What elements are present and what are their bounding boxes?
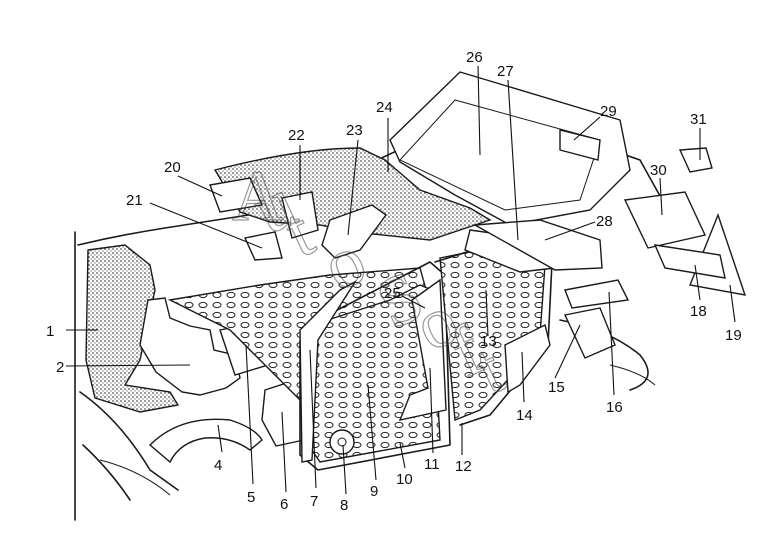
callout-9: 9 [370,483,378,500]
callout-30: 30 [650,162,667,179]
part-15-box [563,307,616,359]
part-26-lid-inner [399,99,601,211]
callout-23: 23 [346,122,363,139]
callout-7: 7 [310,493,318,510]
part-16-cover [564,279,630,309]
callout-10: 10 [396,471,413,488]
callout-8: 8 [340,497,348,514]
callout-21: 21 [126,192,143,209]
part-28-panel [472,219,603,271]
callout-13: 13 [480,333,497,350]
callout-2: 2 [56,359,64,376]
part-11-pillar-trim [398,278,447,421]
callout-28: 28 [596,213,613,230]
part-31-clip [678,147,713,173]
part-8-bracket-hole [337,437,347,447]
part-26-trunk-lid-lining [389,71,631,226]
callout-15: 15 [548,379,565,396]
part-21-clip [243,231,283,261]
watermark-letter: A [232,156,284,236]
callout-24: 24 [376,99,393,116]
callout-31: 31 [690,111,707,128]
part-18-triangle-holder [653,244,726,279]
callout-18: 18 [690,303,707,320]
callout-25: 25 [384,285,401,302]
part-23-seal [321,204,387,259]
callout-27: 27 [497,63,514,80]
part-1-insulation-pad [85,244,180,413]
callout-1: 1 [46,323,54,340]
callout-12: 12 [455,458,472,475]
callout-20: 20 [164,159,181,176]
callout-14: 14 [516,407,533,424]
callout-6: 6 [280,496,288,513]
callout-11: 11 [424,456,440,473]
leader-lines [65,65,736,495]
part-14-seal [504,323,551,394]
part-4-wheel-arch-liner [148,418,263,464]
callout-4: 4 [214,457,222,474]
callout-16: 16 [606,399,623,416]
callout-29: 29 [600,103,617,120]
callouts: 1 2 4 5 6 7 8 9 10 11 12 13 14 15 16 18 … [46,49,742,514]
callout-22: 22 [288,127,305,144]
part-8-bracket [329,429,355,455]
callout-5: 5 [247,489,255,506]
part-20-clip [209,177,264,213]
part-22-clip [281,191,319,239]
callout-19: 19 [725,327,742,344]
part-30-box [623,191,706,249]
part-7-trim-strip [299,280,358,463]
callout-26: 26 [466,49,483,66]
part-29-trim [559,129,601,161]
